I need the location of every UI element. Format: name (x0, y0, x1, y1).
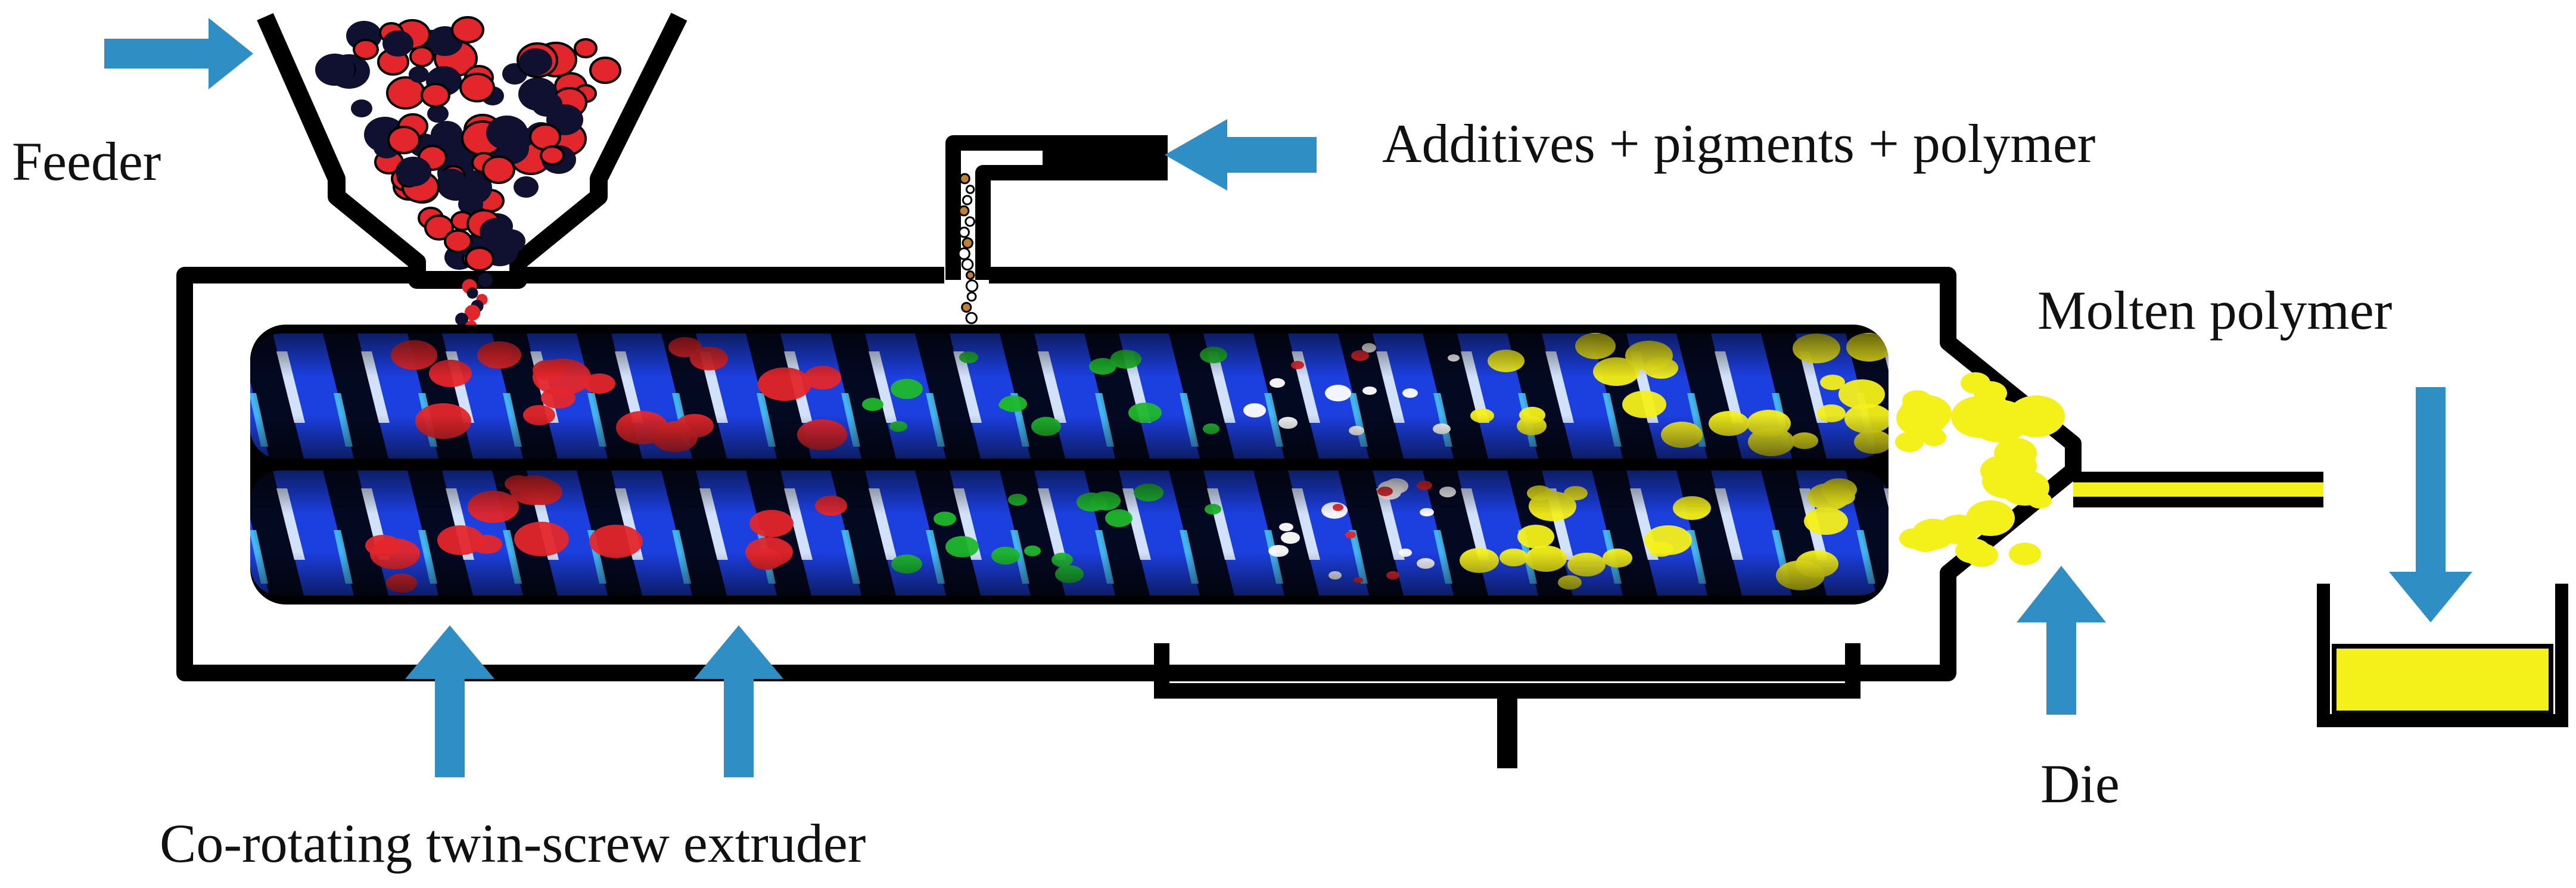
pellet (464, 304, 481, 321)
collection-tray (2317, 584, 2568, 727)
molten-blob (1899, 528, 1928, 549)
pellet (574, 38, 598, 58)
pellet (424, 214, 454, 241)
molten-blob (1980, 456, 2022, 485)
molten-polymer-arrow (2389, 387, 2472, 622)
extruder-arrow-2 (694, 625, 783, 777)
pellet (427, 105, 449, 123)
additive-drip (965, 311, 978, 325)
pellet (482, 155, 515, 184)
molten-polymer-label: Molten polymer (2037, 280, 2393, 341)
barrel-support (1154, 643, 1861, 768)
additive-drip (966, 291, 977, 302)
pellet (315, 54, 354, 86)
additives-arrow (1165, 119, 1317, 191)
pellet (353, 39, 379, 60)
pellet (519, 48, 552, 76)
molten-blob (2028, 492, 2052, 509)
pellet (540, 145, 565, 166)
molten-blob (1966, 500, 2015, 536)
additive-drip (958, 226, 970, 238)
pellet (396, 157, 431, 186)
pellet (387, 126, 421, 154)
twin-screws (250, 325, 1889, 605)
die-molten-polymer (1895, 372, 2065, 567)
pellet (486, 116, 528, 150)
pellet (514, 176, 539, 198)
pellet (531, 92, 562, 117)
pellet (459, 73, 495, 102)
pellet (421, 83, 450, 108)
molten-blob (1895, 432, 1924, 452)
molten-blob (1970, 400, 2029, 443)
pellet (438, 169, 465, 191)
additives-label: Additives + pigments + polymer (1382, 113, 2096, 174)
feeder-hopper (257, 13, 687, 347)
additive-drip (962, 195, 973, 205)
die-label: Die (2040, 753, 2120, 814)
feeder-arrow (104, 18, 253, 89)
polymer-strand (2073, 472, 2323, 507)
pellet (466, 287, 478, 299)
pellet (478, 272, 493, 288)
molten-blob (2009, 543, 2041, 565)
additive-drip (961, 301, 972, 313)
additive-drip (965, 185, 975, 194)
extruder-label: Co-rotating twin-screw extruder (160, 813, 866, 874)
additive-drip (957, 247, 970, 260)
pellet (589, 57, 621, 84)
additive-drip (959, 173, 970, 185)
extruder-arrow-1 (405, 625, 494, 777)
hopper-pellets (315, 16, 621, 347)
additive-drip (961, 258, 974, 271)
pellet (458, 194, 483, 215)
additive-drip (962, 237, 973, 249)
pellet (455, 313, 468, 326)
pellet (451, 16, 484, 43)
molten-blob (1899, 395, 1952, 432)
pellet (409, 46, 434, 67)
additive-drip (965, 279, 979, 292)
pellet (351, 99, 372, 117)
die-arrow (2017, 566, 2106, 715)
additive-feed-tube (945, 135, 1168, 325)
pellet (382, 30, 413, 57)
feeder-label: Feeder (12, 131, 161, 192)
pellet (480, 218, 513, 245)
additive-drip (965, 216, 975, 227)
molten-blob (1955, 538, 1991, 563)
pellet (444, 229, 472, 253)
additive-drip (958, 205, 970, 217)
pellet (465, 247, 494, 272)
additive-drips (957, 173, 979, 325)
pellet (409, 66, 429, 83)
additive-drip (965, 270, 975, 280)
